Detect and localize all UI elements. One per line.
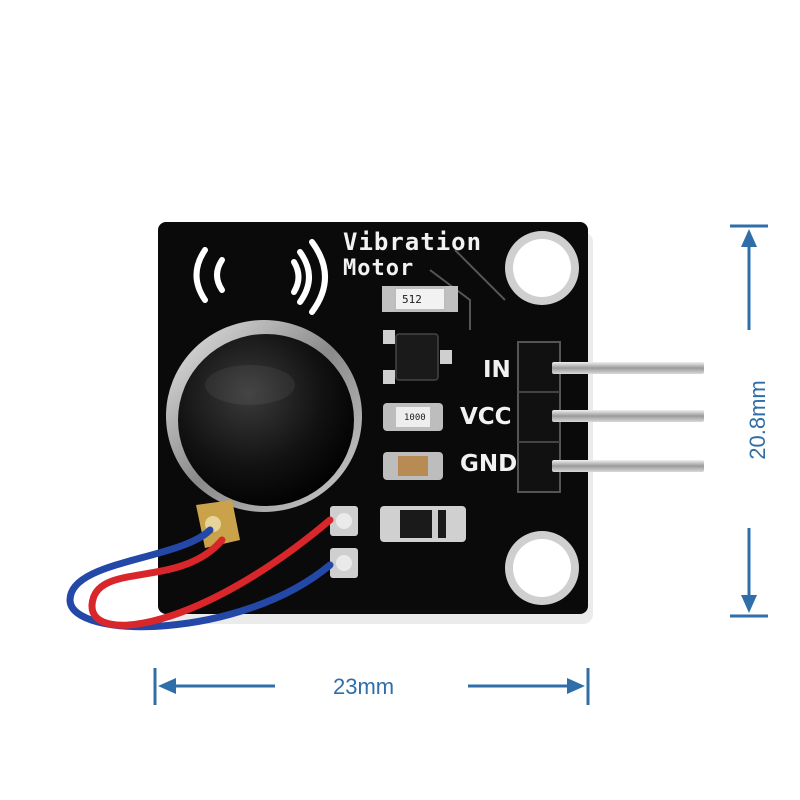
dimension-height-label: 20.8mm — [745, 380, 770, 460]
vibration-waves-right-icon — [291, 239, 328, 315]
pcb-board — [158, 222, 588, 614]
resistor-1000 — [383, 403, 443, 431]
silkscreen-traces — [429, 249, 506, 330]
header-pin-gnd — [552, 460, 704, 472]
header-pin-vcc — [552, 410, 704, 422]
dimension-height-arrow — [730, 224, 768, 618]
resistor-512 — [382, 286, 458, 312]
mounting-hole-top — [505, 231, 579, 305]
pin-label-in: IN — [483, 357, 511, 383]
diode — [380, 506, 466, 542]
mounting-hole-bottom — [505, 531, 579, 605]
resistor-code-1000: 1000 — [404, 413, 426, 423]
pin-label-vcc: VCC — [460, 404, 512, 430]
transistor-chip — [383, 330, 452, 384]
coin-vibration-motor — [166, 320, 362, 512]
wire-solder-pads — [330, 506, 358, 578]
board-title-line2: Motor — [343, 256, 415, 281]
capacitor — [383, 452, 443, 480]
dimension-width-arrow — [153, 668, 590, 705]
resistor-code-512: 512 — [402, 293, 422, 306]
pin-label-gnd: GND — [460, 451, 518, 477]
dimension-width-label: 23mm — [333, 674, 395, 699]
vibration-waves-left-icon — [193, 247, 225, 303]
header-pin-in — [552, 362, 704, 374]
motor-wires — [66, 516, 334, 631]
board-title-line1: Vibration — [343, 228, 483, 256]
